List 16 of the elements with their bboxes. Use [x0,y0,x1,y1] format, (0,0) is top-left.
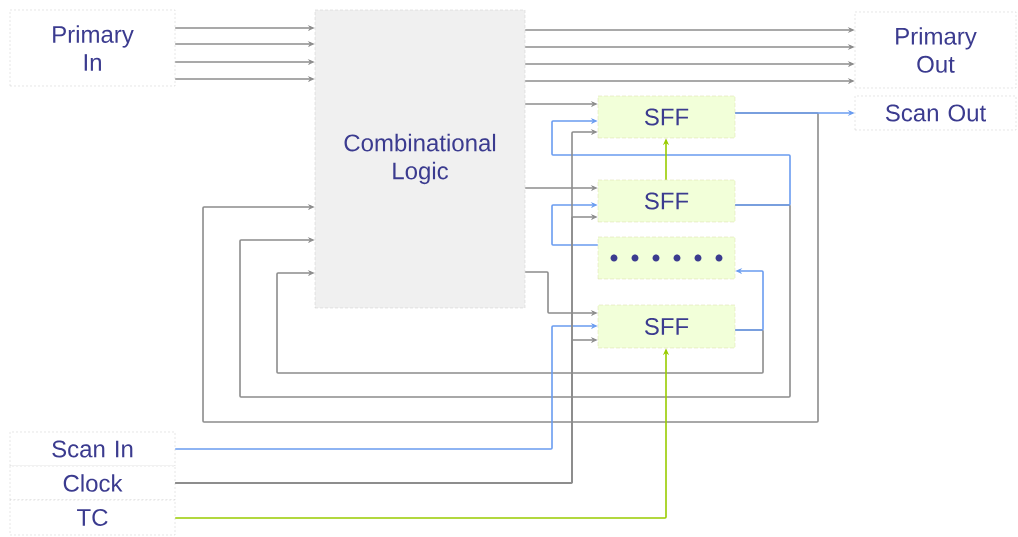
ellipsis-box [597,236,736,280]
signal-label-box: Primary In [9,9,176,87]
arrow [202,112,819,423]
flip-flop-box: SFF [597,179,736,223]
signal-label-box: Scan Out [854,95,1017,131]
arrow [239,204,791,398]
flip-flop-box: SFF [597,304,736,349]
signal-label-box: TC [9,499,176,536]
logic-box: Combinational Logic [314,9,526,309]
arrow [276,269,764,374]
signal-label-box: Primary Out [854,11,1017,89]
signal-label-box: Clock [9,465,176,501]
flip-flop-box: SFF [597,95,736,139]
arrow [551,201,599,246]
arrow [551,117,791,206]
signal-label-box: Scan In [9,431,176,467]
